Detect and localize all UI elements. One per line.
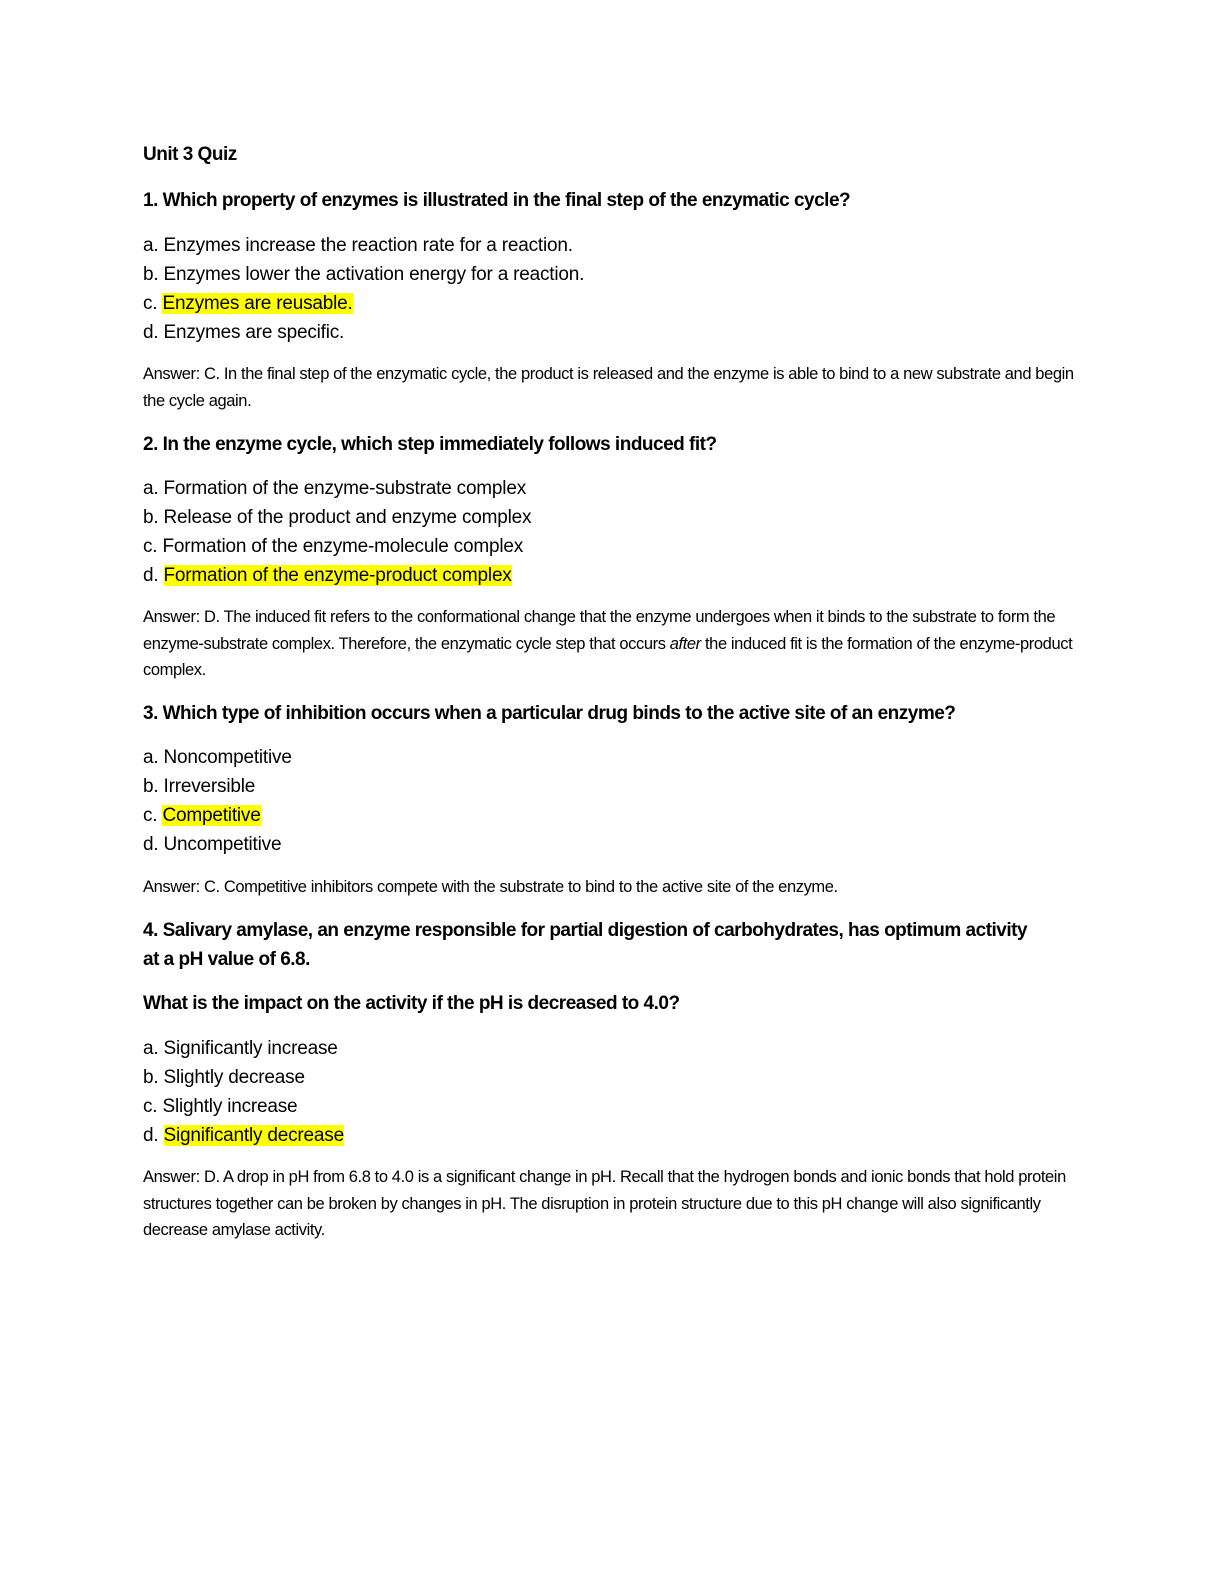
option-4c: c. Slightly increase (143, 1092, 344, 1121)
question-2-options: a. Formation of the enzyme-substrate com… (143, 474, 532, 590)
option-prefix: d. (143, 322, 164, 343)
option-prefix: c. (143, 805, 163, 826)
option-prefix: c. (143, 1096, 163, 1117)
option-1a: a. Enzymes increase the reaction rate fo… (143, 231, 584, 260)
option-prefix: d. (143, 834, 164, 855)
option-text: Formation of the enzyme-molecule complex (162, 536, 524, 557)
answer-3: Answer: C. Competitive inhibitors compet… (143, 878, 838, 896)
option-2a: a. Formation of the enzyme-substrate com… (143, 474, 531, 503)
option-text: Release of the product and enzyme comple… (163, 507, 532, 528)
question-1-options: a. Enzymes increase the reaction rate fo… (143, 231, 584, 347)
option-text: Uncompetitive (163, 834, 282, 855)
option-3c: c. Competitive (143, 801, 292, 830)
option-3b: b. Irreversible (143, 772, 292, 801)
answer-text: Answer: D. The induced fit refers to the… (143, 608, 1056, 653)
option-prefix: a. (143, 478, 164, 499)
answer-1: Answer: C. In the final step of the enzy… (143, 365, 1074, 410)
question-4: 4. Salivary amylase, an enzyme responsib… (143, 920, 1028, 970)
option-prefix: b. (143, 507, 164, 528)
option-3d: d. Uncompetitive (143, 830, 292, 859)
option-2b: b. Release of the product and enzyme com… (143, 503, 532, 532)
option-prefix: d. (143, 565, 164, 586)
question-2: 2. In the enzyme cycle, which step immed… (143, 434, 717, 455)
option-2d: d. Formation of the enzyme-product compl… (143, 561, 531, 590)
option-prefix: a. (143, 1038, 164, 1059)
option-text: Slightly decrease (163, 1067, 305, 1088)
option-prefix: b. (143, 1067, 164, 1088)
option-4b: b. Slightly decrease (143, 1063, 344, 1092)
question-4-options: a. Significantly increase b. Slightly de… (143, 1034, 344, 1150)
option-text: Slightly increase (162, 1096, 298, 1117)
answer-emphasis: after (669, 634, 701, 653)
option-prefix: a. (143, 235, 164, 256)
option-4a: a. Significantly increase (143, 1034, 344, 1063)
option-text: Enzymes increase the reaction rate for a… (163, 235, 573, 256)
option-prefix: b. (143, 776, 164, 797)
option-text: Significantly increase (163, 1038, 338, 1059)
option-text: Irreversible (163, 776, 256, 797)
option-2c: c. Formation of the enzyme-molecule comp… (143, 532, 531, 561)
answer-4: Answer: D. A drop in pH from 6.8 to 4.0 … (143, 1168, 1066, 1239)
option-text: Enzymes lower the activation energy for … (163, 264, 585, 285)
option-prefix: c. (143, 536, 163, 557)
option-4d: d. Significantly decrease (143, 1121, 344, 1150)
option-prefix: a. (143, 747, 164, 768)
option-text: Formation of the enzyme-substrate comple… (163, 478, 527, 499)
highlighted-correct-option: Significantly decrease (163, 1125, 344, 1146)
option-1b: b. Enzymes lower the activation energy f… (143, 260, 584, 289)
option-3a: a. Noncompetitive (143, 743, 292, 772)
option-text: Noncompetitive (163, 747, 292, 768)
option-prefix: c. (143, 293, 163, 314)
highlighted-correct-option: Enzymes are reusable. (162, 293, 353, 314)
option-1d: d. Enzymes are specific. (143, 318, 584, 347)
answer-2: Answer: D. The induced fit refers to the… (143, 604, 1078, 684)
question-4-subquestion: What is the impact on the activity if th… (143, 993, 680, 1014)
answer-text: the induced fit is the formation of the … (143, 634, 1073, 680)
highlighted-correct-option: Formation of the enzyme-product complex (163, 565, 512, 586)
document-title: Unit 3 Quiz (143, 144, 237, 165)
option-text: Enzymes are specific. (163, 322, 345, 343)
question-1: 1. Which property of enzymes is illustra… (143, 190, 851, 211)
option-prefix: b. (143, 264, 164, 285)
question-3: 3. Which type of inhibition occurs when … (143, 703, 956, 724)
question-3-options: a. Noncompetitive b. Irreversible c. Com… (143, 743, 292, 859)
highlighted-correct-option: Competitive (162, 805, 261, 826)
option-1c: c. Enzymes are reusable. (143, 289, 584, 318)
option-prefix: d. (143, 1125, 164, 1146)
